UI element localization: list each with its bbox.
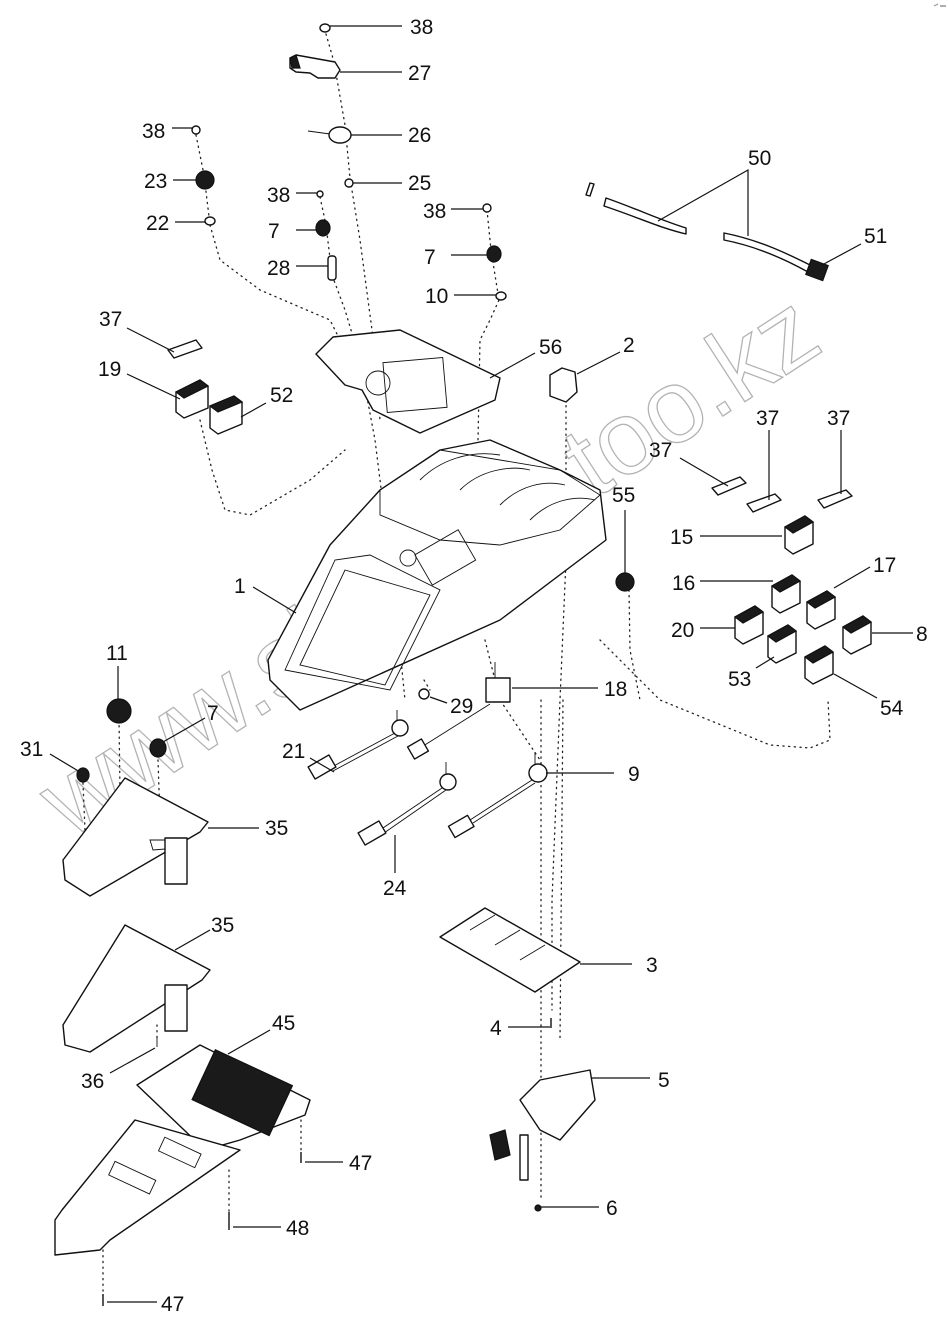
callout-5: 5 — [658, 1069, 670, 1092]
cap-part — [549, 367, 578, 403]
callout-28: 28 — [267, 257, 290, 280]
callout-11: 11 — [106, 642, 128, 665]
blank-plug-part — [167, 339, 203, 359]
callout-35: 35 — [211, 914, 234, 937]
callout-24: 24 — [383, 877, 407, 900]
callout-45: 45 — [272, 1012, 295, 1035]
callout-37: 37 — [827, 407, 850, 430]
knob-part — [149, 738, 167, 758]
callout-7: 7 — [268, 220, 280, 243]
callout-19: 19 — [98, 358, 121, 381]
ignition-switch-part — [519, 1069, 596, 1141]
lever-handle-part — [289, 54, 341, 79]
decal-panel-part — [315, 329, 501, 434]
callout-6: 6 — [606, 1197, 618, 1220]
callout-18: 18 — [604, 678, 627, 701]
washer-part — [495, 291, 507, 301]
callout-8: 8 — [916, 623, 928, 646]
callout-9: 9 — [628, 763, 640, 786]
base-plate-part — [54, 1119, 241, 1256]
callout-21: 21 — [282, 740, 305, 763]
leader-lines — [49, 25, 913, 1303]
callout-16: 16 — [672, 572, 695, 595]
callout-37: 37 — [756, 407, 779, 430]
cap-part — [482, 203, 492, 213]
callout-54: 54 — [880, 697, 904, 720]
callout-52: 52 — [270, 384, 293, 407]
toggle-switch-part — [485, 677, 511, 703]
callout-20: 20 — [671, 619, 694, 642]
knob-part — [195, 170, 215, 190]
callout-7: 7 — [207, 702, 219, 725]
cable-part — [723, 232, 811, 273]
callout-23: 23 — [144, 170, 167, 193]
push-button-part — [615, 572, 635, 592]
callout-48: 48 — [286, 1217, 309, 1240]
callout-35: 35 — [265, 817, 288, 840]
callout-17: 17 — [873, 554, 896, 577]
blank-plug-part — [746, 493, 782, 513]
callout-56: 56 — [539, 336, 562, 359]
callout-31: 31 — [20, 738, 43, 761]
callout-29: 29 — [450, 695, 473, 718]
callout-15: 15 — [670, 526, 693, 549]
blank-plug-part — [711, 476, 747, 496]
callout-26: 26 — [408, 124, 431, 147]
callout-50: 50 — [748, 147, 771, 170]
potentiometer-part — [528, 763, 548, 783]
plate-part — [439, 907, 581, 993]
blank-plug-part — [817, 489, 853, 509]
callout-25: 25 — [408, 172, 431, 195]
callout-37: 37 — [99, 308, 122, 331]
nut-part — [418, 688, 430, 700]
cap-part — [319, 23, 331, 33]
cap-part — [316, 190, 324, 198]
callout-4: 4 — [490, 1017, 502, 1040]
corner-mark — [933, 3, 946, 7]
callout-47: 47 — [161, 1293, 184, 1316]
callout-7: 7 — [424, 246, 436, 269]
callout-51: 51 — [864, 225, 887, 248]
callout-2: 2 — [623, 334, 635, 357]
potentiometer-part — [439, 773, 457, 791]
callout-10: 10 — [425, 285, 448, 308]
nut-part — [344, 178, 354, 188]
knob-part — [486, 245, 502, 263]
callout-53: 53 — [728, 668, 751, 691]
cable-part — [603, 197, 687, 235]
callout-22: 22 — [146, 212, 169, 235]
callout-38: 38 — [423, 200, 446, 223]
knob-part — [76, 767, 90, 783]
parts — [54, 23, 873, 1306]
lever-ring-part — [328, 126, 352, 144]
potentiometer-part — [391, 719, 409, 737]
washer-part — [204, 216, 216, 226]
callout-37: 37 — [649, 439, 672, 462]
callout-38: 38 — [410, 16, 433, 39]
console-housing-part — [267, 439, 607, 711]
cable-part — [585, 182, 595, 197]
callout-27: 27 — [408, 62, 431, 85]
knob-part — [315, 219, 331, 237]
callout-3: 3 — [646, 954, 658, 977]
knob-part — [106, 698, 132, 724]
callout-47: 47 — [349, 1152, 372, 1175]
circuit-board-part — [62, 924, 211, 1053]
screw-part — [534, 1204, 542, 1212]
shaft-part — [327, 255, 337, 281]
callout-36: 36 — [81, 1070, 104, 1093]
callout-55: 55 — [612, 484, 635, 507]
connector-part — [805, 258, 829, 282]
circuit-board-part — [62, 777, 209, 897]
rocker-switch-bank — [733, 515, 873, 685]
callout-38: 38 — [142, 120, 165, 143]
callout-38: 38 — [267, 184, 290, 207]
callout-1: 1 — [234, 575, 246, 598]
callout-labels: 38 27 26 25 38 23 22 38 7 28 38 7 10 50 … — [20, 16, 928, 1316]
cap-part — [191, 125, 201, 135]
